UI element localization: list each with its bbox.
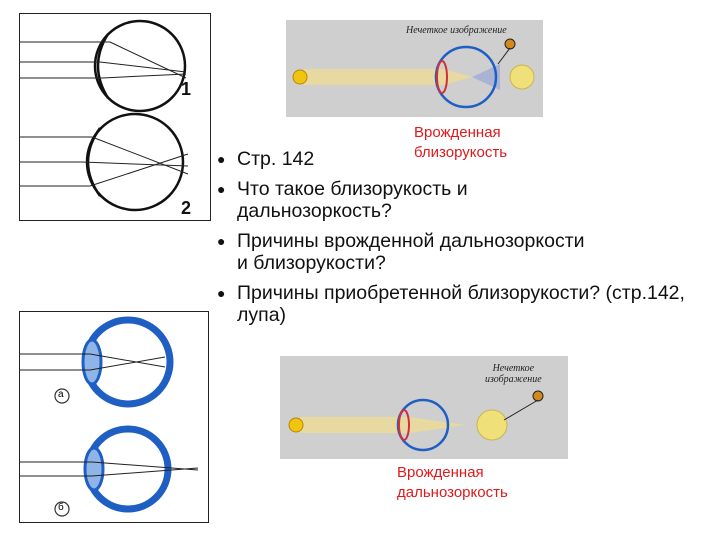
blurred-image-label-line2: изображение [485, 374, 542, 385]
figure-label-1: 1 [181, 79, 192, 99]
hyperopia-svg [288, 390, 544, 452]
light-beam [304, 69, 444, 85]
beam-focus [410, 417, 465, 433]
ray-a-top-refracted [89, 353, 166, 368]
figure-label-2: 2 [181, 198, 192, 218]
blurred-image-label: Нечеткое изображение [406, 25, 507, 36]
flower-icon [292, 69, 308, 85]
blurred-flower-icon [532, 390, 544, 402]
question-list: Стр. 142 Что такое близорукость и дально… [214, 148, 714, 334]
ray-2b-refracted [81, 161, 189, 167]
figure-label-b: б [58, 502, 64, 513]
hyperopia-caption: Врожденная дальнозоркость [397, 463, 537, 503]
ray-a-bottom-refracted [89, 356, 166, 371]
light-beam [300, 417, 410, 433]
cornea-1 [96, 33, 110, 99]
bullet-item: Что такое близорукость и дальнозоркость? [214, 178, 537, 222]
myopia-svg [292, 38, 535, 109]
eye-rays-svg [20, 19, 189, 212]
ray-2a-refracted [91, 136, 189, 175]
blurred-image-label: Нечеткое изображение [485, 363, 542, 385]
bullet-item: Стр. 142 [214, 148, 714, 170]
label-a-circle [54, 388, 70, 404]
lens-a [81, 338, 103, 386]
blue-eye-svg [20, 316, 199, 517]
ray-1b-refracted [99, 61, 187, 73]
eyeball-1 [93, 19, 187, 113]
ray-1a-refracted [109, 41, 187, 79]
bullet-item: Причины приобретенной близорукости? (стр… [214, 282, 707, 326]
lens-outline [398, 409, 410, 441]
bullet-item: Причины врожденной дальнозоркости и близ… [214, 230, 597, 274]
blurred-flower-icon [504, 38, 516, 50]
figure-label-a: а [58, 389, 64, 400]
blurred-image-circle [476, 409, 508, 441]
hyperopia-illustration: Нечеткое изображение [280, 356, 568, 459]
beam-focus [444, 69, 472, 85]
lens-b [83, 446, 105, 492]
pointer-line [503, 399, 539, 421]
ray-1c-refracted [101, 73, 187, 79]
eyeball-2 [85, 112, 185, 212]
flower-icon [288, 417, 304, 433]
myopia-illustration: Нечеткое изображение [286, 20, 543, 117]
pointer-line [497, 47, 511, 65]
label-b-circle [54, 501, 70, 517]
hyperopia-caption-text: Врожденная дальнозоркость [397, 464, 508, 501]
ray-2c-refracted [89, 153, 189, 187]
blurred-image-circle [509, 64, 535, 90]
ray-b-bottom-refracted [91, 467, 199, 477]
lens-outline [436, 60, 448, 94]
blue-eye-diagram: а б [19, 311, 209, 523]
ray-b-top-refracted [91, 461, 199, 471]
eye-rays-diagram: 1 2 [19, 13, 211, 221]
blur-cone [472, 64, 500, 90]
blurred-image-label-line1: Нечеткое [492, 363, 535, 374]
